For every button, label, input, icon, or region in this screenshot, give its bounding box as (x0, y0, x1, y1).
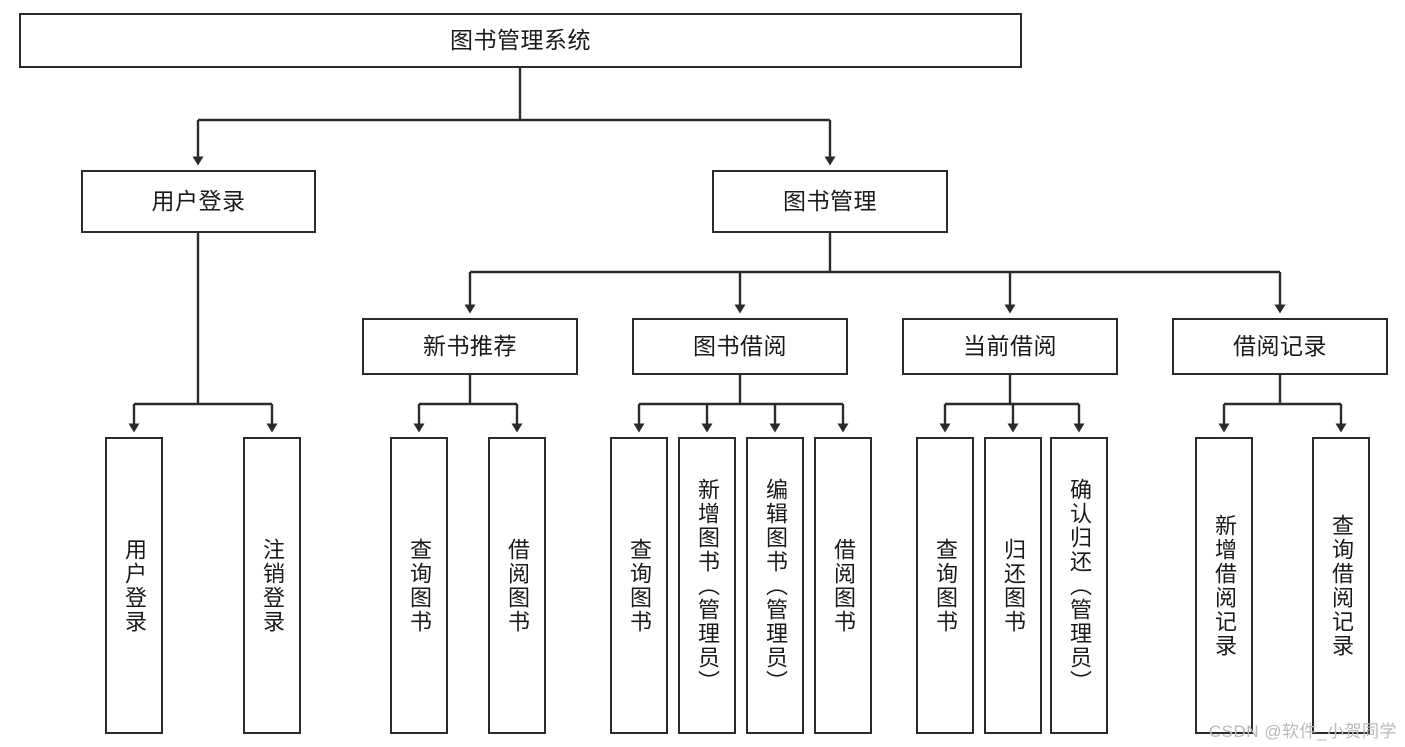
node-label: 归还图书 (1000, 537, 1026, 634)
node-label: 用户登录 (121, 537, 147, 634)
leaf-query-borrow-record[interactable]: 查询借阅记录 (1312, 437, 1370, 734)
node-book-management[interactable]: 图书管理 (712, 170, 948, 233)
node-user-login[interactable]: 用户登录 (81, 170, 316, 233)
node-label: 图书管理系统 (450, 26, 591, 53)
node-label: 查询图书 (406, 537, 432, 634)
node-label: 注销登录 (259, 537, 285, 634)
node-borrow-record[interactable]: 借阅记录 (1172, 318, 1388, 375)
node-label: 当前借阅 (963, 332, 1057, 359)
leaf-query-book-recommend[interactable]: 查询图书 (390, 437, 448, 734)
leaf-add-borrow-record[interactable]: 新增借阅记录 (1195, 437, 1253, 734)
node-label: 查询图书 (932, 537, 958, 634)
node-label: 查询借阅记录 (1328, 513, 1354, 658)
leaf-user-login[interactable]: 用户登录 (105, 437, 163, 734)
leaf-logout[interactable]: 注销登录 (243, 437, 301, 734)
leaf-return-book[interactable]: 归还图书 (984, 437, 1042, 734)
leaf-query-book-current[interactable]: 查询图书 (916, 437, 974, 734)
node-label: 借阅图书 (830, 537, 856, 634)
node-label: 图书管理 (783, 187, 877, 214)
leaf-query-book-borrow[interactable]: 查询图书 (610, 437, 668, 734)
node-label: 新书推荐 (423, 332, 517, 359)
node-new-book-recommend[interactable]: 新书推荐 (362, 318, 578, 375)
node-label: 借阅图书 (504, 537, 530, 634)
node-label: 图书借阅 (693, 332, 787, 359)
node-label: 新增借阅记录 (1211, 513, 1237, 658)
leaf-add-book-admin[interactable]: 新增图书（管理员） (678, 437, 736, 734)
node-label: 查询图书 (626, 537, 652, 634)
node-label: 用户登录 (151, 187, 246, 214)
node-label: 新增图书（管理员） (694, 477, 720, 694)
leaf-edit-book-admin[interactable]: 编辑图书（管理员） (746, 437, 804, 734)
leaf-borrow-book[interactable]: 借阅图书 (814, 437, 872, 734)
node-label: 确认归还（管理员） (1066, 477, 1092, 694)
node-book-borrow[interactable]: 图书借阅 (632, 318, 848, 375)
csdn-watermark: CSDN @软件_小贺同学 (1208, 722, 1397, 741)
node-label: 编辑图书（管理员） (762, 477, 788, 694)
node-current-borrow[interactable]: 当前借阅 (902, 318, 1118, 375)
leaf-confirm-return-admin[interactable]: 确认归还（管理员） (1050, 437, 1108, 734)
leaf-borrow-book-recommend[interactable]: 借阅图书 (488, 437, 546, 734)
node-label: 借阅记录 (1233, 332, 1327, 359)
node-root[interactable]: 图书管理系统 (19, 13, 1022, 68)
